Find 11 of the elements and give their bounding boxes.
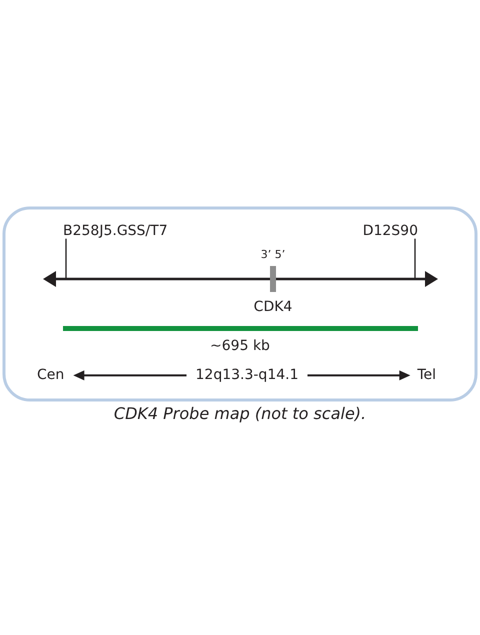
marker-label: D12S90 [362,224,418,239]
gene-label: CDK4 [254,300,292,315]
direction-label: Cen [37,368,64,383]
caption: CDK4 Probe map (not to scale). [114,406,366,423]
leader-line [65,238,67,279]
band-label: 12q13.3-q14.1 [196,368,298,383]
marker-label: B258J5.GSS/T7 [63,224,168,239]
direction-label: Tel [417,368,436,383]
leader-line [414,238,416,279]
size-label: ~695 kb [210,339,270,354]
strand-orientation-label: 3’ 5’ [260,249,286,261]
